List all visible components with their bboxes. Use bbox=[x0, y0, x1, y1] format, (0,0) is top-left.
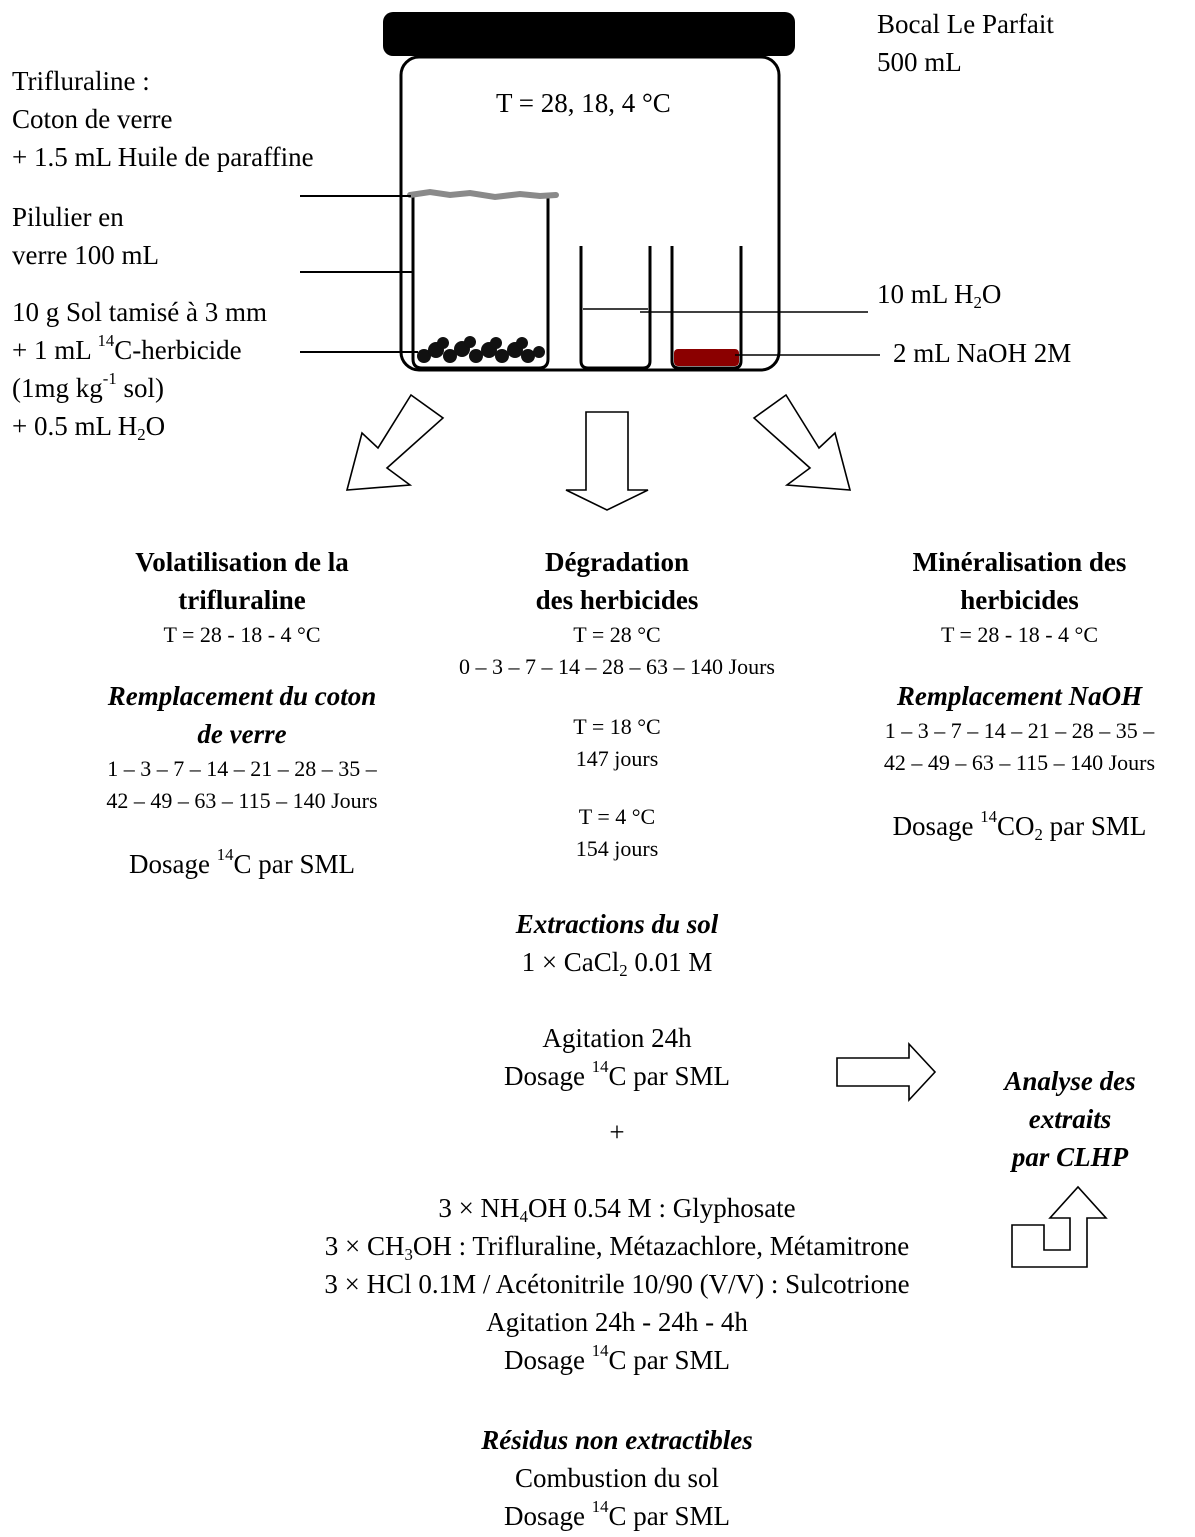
degradation-temp-4: T = 4 °C bbox=[578, 804, 656, 829]
residues-section: Résidus non extractibles Combustion du s… bbox=[367, 1421, 867, 1535]
naoh-beaker bbox=[670, 246, 743, 370]
extraction-nh4oh: 3 × NH4OH 0.54 M : Glyphosate bbox=[438, 1193, 796, 1227]
jar-temperature: T = 28, 18, 4 °C bbox=[496, 88, 671, 118]
extraction-plus: + bbox=[609, 1117, 625, 1147]
extraction-section: Extractions du sol 1 × CaCl2 0.01 M Agit… bbox=[217, 905, 1017, 1379]
extraction-dosage: Dosage 14C par SML bbox=[504, 1057, 730, 1091]
degradation-days-4: 154 jours bbox=[575, 836, 659, 861]
arrow-right-analysis bbox=[836, 1041, 937, 1103]
pilulier-vial bbox=[411, 197, 550, 370]
soil-label: 10 g Sol tamisé à 3 mm + 1 mL 14C-herbic… bbox=[12, 293, 267, 445]
mineralisation-days-1: 1 – 3 – 7 – 14 – 21 – 28 – 35 – bbox=[884, 718, 1155, 743]
extraction-cacl2: 1 × CaCl2 0.01 M bbox=[521, 947, 713, 981]
degradation-section: Dégradation des herbicides T = 28 °C 0 –… bbox=[417, 543, 817, 865]
analysis-line-2: extraits bbox=[1028, 1104, 1112, 1134]
analysis-line-3: par CLHP bbox=[1011, 1142, 1129, 1172]
residues-title: Résidus non extractibles bbox=[481, 1425, 753, 1455]
residues-dosage: Dosage 14C par SML bbox=[504, 1497, 730, 1531]
mineralisation-dosage: Dosage 14CO2 par SML bbox=[892, 807, 1147, 845]
trifluraline-line-3: + 1.5 mL Huile de paraffine bbox=[12, 142, 314, 172]
cotton-wool bbox=[407, 188, 559, 201]
pilulier-label: Pilulier en verre 100 mL bbox=[12, 198, 159, 274]
residues-combustion: Combustion du sol bbox=[514, 1463, 720, 1493]
naoh-label: 2 mL NaOH 2M bbox=[893, 338, 1072, 368]
mineralisation-section: Minéralisation des herbicides T = 28 - 1… bbox=[842, 543, 1195, 845]
naoh-solution bbox=[674, 349, 739, 366]
extraction-ch3oh: 3 × CH3OH : Trifluraline, Métazachlore, … bbox=[324, 1231, 910, 1265]
soil-line-3: (1mg kg-1 sol) bbox=[12, 369, 164, 403]
volatilisation-temps: T = 28 - 18 - 4 °C bbox=[163, 622, 321, 647]
arrow-down bbox=[565, 411, 649, 511]
mineralisation-temps: T = 28 - 18 - 4 °C bbox=[940, 622, 1099, 647]
trifluraline-line-1: Trifluraline : bbox=[12, 66, 150, 96]
arrow-step-up bbox=[1011, 1185, 1108, 1268]
trifluraline-line-2: Coton de verre bbox=[12, 104, 173, 134]
extraction-agitation: Agitation 24h bbox=[542, 1023, 692, 1053]
soil-line-4: + 0.5 mL H2O bbox=[12, 411, 166, 445]
volatilisation-section: Volatilisation de la trifluraline T = 28… bbox=[62, 543, 422, 883]
water-beaker bbox=[579, 246, 652, 370]
volatilisation-subtitle-1: Remplacement du coton bbox=[107, 681, 377, 711]
jar-body bbox=[399, 55, 781, 372]
volatilisation-days-2: 42 – 49 – 63 – 115 – 140 Jours bbox=[106, 788, 378, 813]
degradation-temp-28: T = 28 °C bbox=[573, 622, 661, 647]
volatilisation-title-1: Volatilisation de la bbox=[135, 547, 349, 577]
arrow-down-right bbox=[752, 393, 852, 491]
degradation-days-28: 0 – 3 – 7 – 14 – 28 – 63 – 140 Jours bbox=[459, 654, 775, 679]
extraction-hcl: 3 × HCl 0.1M / Acétonitrile 10/90 (V/V) … bbox=[324, 1269, 910, 1299]
extraction-title: Extractions du sol bbox=[515, 909, 719, 939]
trifluraline-label: Trifluraline : Coton de verre + 1.5 mL H… bbox=[12, 62, 314, 176]
water-label: 10 mL H2O bbox=[877, 279, 1002, 313]
volatilisation-dosage: Dosage 14C par SML bbox=[129, 845, 355, 879]
pilulier-line-2: verre 100 mL bbox=[12, 240, 159, 270]
jar-label-line-2: 500 mL bbox=[877, 47, 962, 77]
mineralisation-days-2: 42 – 49 – 63 – 115 – 140 Jours bbox=[883, 750, 1156, 775]
analysis-line-1: Analyse des bbox=[1004, 1066, 1136, 1096]
soil-sample bbox=[417, 336, 545, 363]
analysis-label: Analyse des extraits par CLHP bbox=[950, 1062, 1190, 1176]
jar-lid bbox=[383, 12, 795, 56]
soil-line-1: 10 g Sol tamisé à 3 mm bbox=[12, 297, 267, 327]
degradation-title-1: Dégradation bbox=[545, 547, 689, 577]
extraction-agitation-2: Agitation 24h - 24h - 4h bbox=[486, 1307, 748, 1337]
extraction-dosage-2: Dosage 14C par SML bbox=[504, 1341, 730, 1375]
mineralisation-title-2: herbicides bbox=[960, 585, 1079, 615]
volatilisation-days-1: 1 – 3 – 7 – 14 – 21 – 28 – 35 – bbox=[107, 756, 377, 781]
volatilisation-title-2: trifluraline bbox=[178, 585, 306, 615]
jar-label: Bocal Le Parfait 500 mL bbox=[877, 5, 1054, 81]
soil-line-2: + 1 mL 14C-herbicide bbox=[12, 331, 242, 365]
degradation-temp-18: T = 18 °C bbox=[573, 714, 661, 739]
volatilisation-subtitle-2: de verre bbox=[197, 719, 287, 749]
pilulier-line-1: Pilulier en bbox=[12, 202, 124, 232]
mineralisation-title-1: Minéralisation des bbox=[912, 547, 1127, 577]
arrow-down-left bbox=[345, 393, 445, 491]
mineralisation-subtitle: Remplacement NaOH bbox=[896, 681, 1143, 711]
jar-label-line-1: Bocal Le Parfait bbox=[877, 9, 1054, 39]
degradation-title-2: des herbicides bbox=[535, 585, 699, 615]
degradation-days-18: 147 jours bbox=[575, 746, 659, 771]
